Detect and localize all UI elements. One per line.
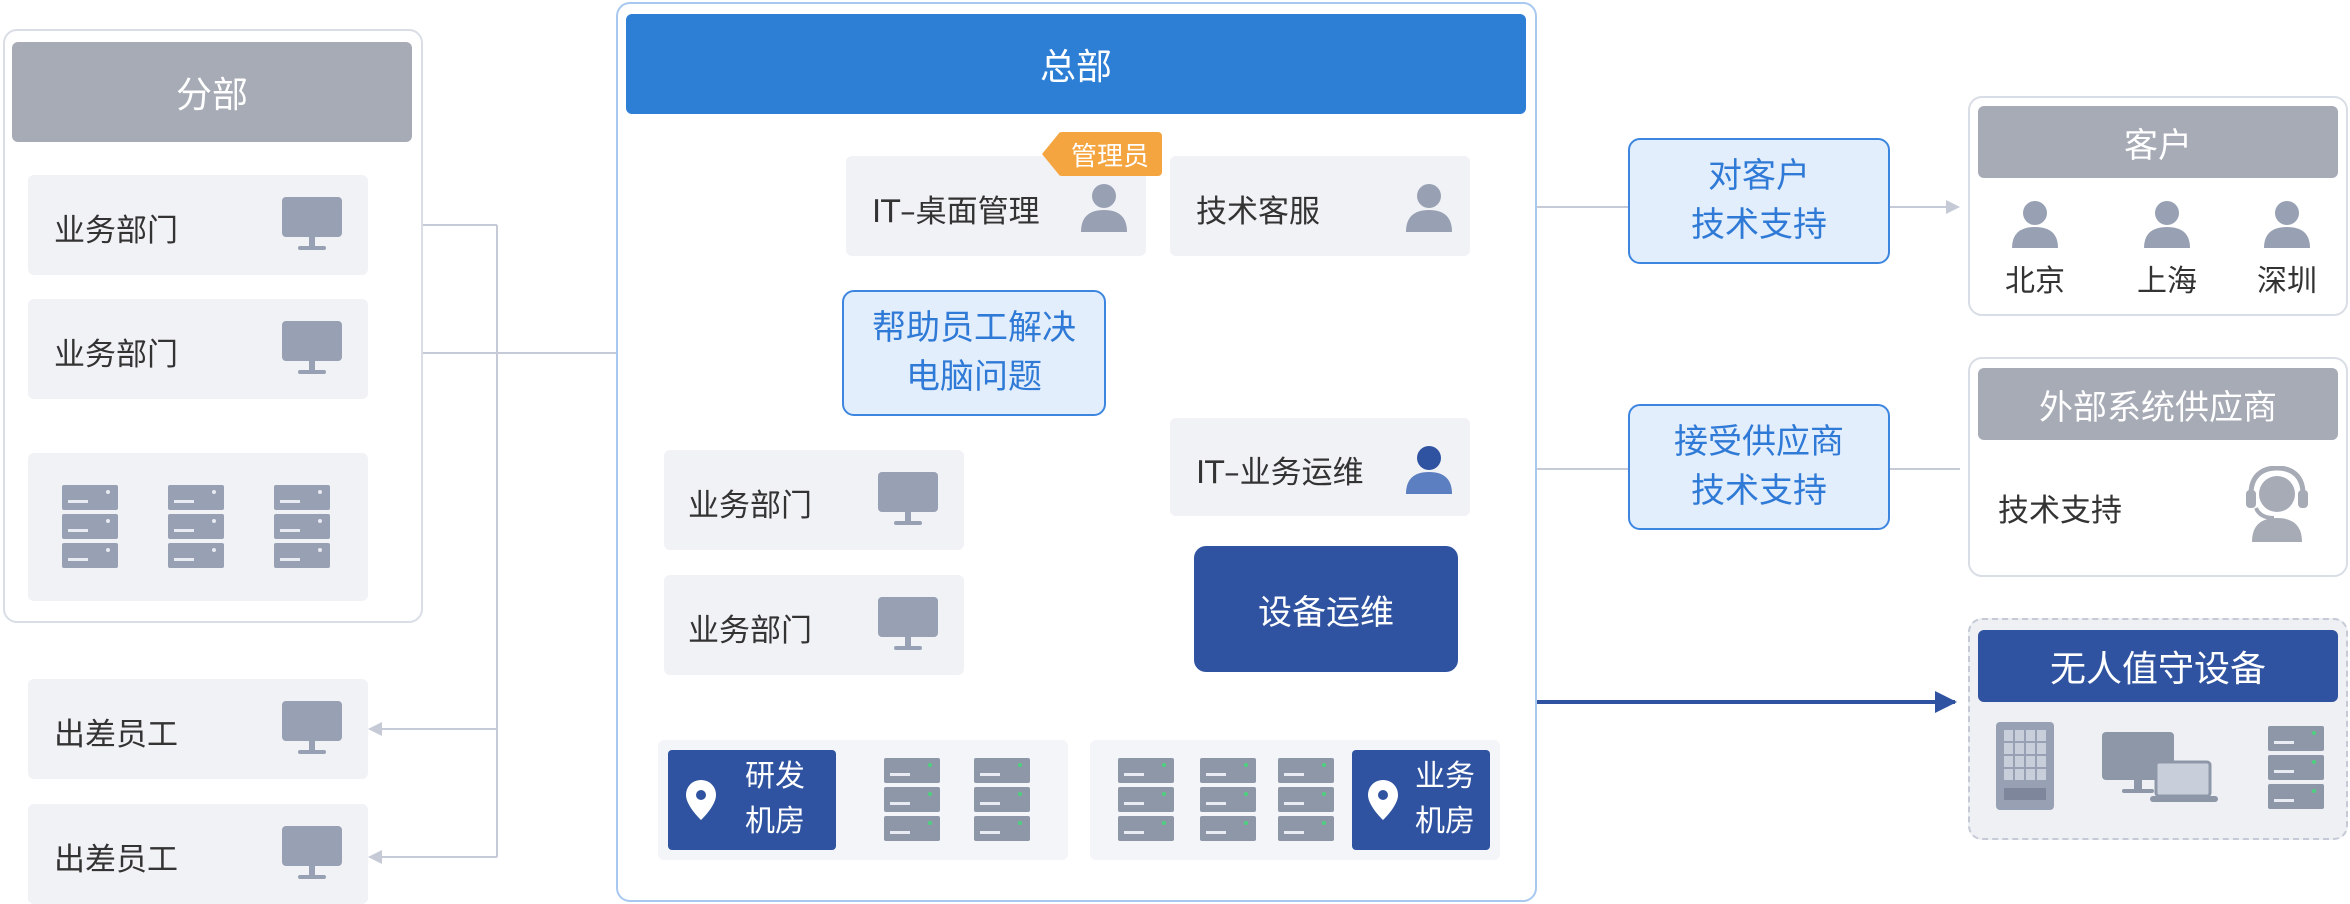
help-callout-line-1: 帮助员工解决 xyxy=(872,307,1076,348)
hq-dept-card-1[interactable]: 业务部门 xyxy=(664,450,964,550)
vendor-support-callout: 接受供应商 技术支持 xyxy=(1628,404,1890,530)
branch-server-card xyxy=(28,453,368,601)
it-desktop-label: IT–桌面管理 xyxy=(872,194,1040,230)
rd-room-label: 研发 机房 xyxy=(668,750,836,850)
admin-tag: 管理员 xyxy=(1058,132,1162,176)
customer-support-callout: 对客户 技术支持 xyxy=(1628,138,1890,264)
server-rack-icon xyxy=(62,485,118,568)
person-icon xyxy=(1406,184,1452,232)
biz-room-label: 业务 机房 xyxy=(1352,750,1490,850)
rd-room-text-1: 研发 xyxy=(745,759,805,794)
travel-card-2[interactable]: 出差员工 xyxy=(28,804,368,904)
rd-room-text-2: 机房 xyxy=(745,804,805,839)
branch-dept-label-1: 业务部门 xyxy=(54,213,178,249)
location-pin-icon xyxy=(686,780,716,820)
help-callout-line-2: 电脑问题 xyxy=(906,357,1042,397)
it-desktop-card[interactable]: IT–桌面管理 xyxy=(846,156,1146,256)
customer-location-3: 深圳 xyxy=(2257,264,2317,299)
monitor-icon xyxy=(282,701,342,754)
vendor-header: 外部系统供应商 xyxy=(1978,368,2338,440)
travel-label-1: 出差员工 xyxy=(54,717,178,753)
customer-callout-line-1: 对客户 xyxy=(1708,155,1810,196)
branch-dept-card-2[interactable]: 业务部门 xyxy=(28,299,368,399)
person-icon xyxy=(1406,446,1452,494)
server-rack-icon xyxy=(1200,758,1256,841)
help-employees-callout: 帮助员工解决 电脑问题 xyxy=(842,290,1106,416)
server-rack-icon xyxy=(274,485,330,568)
customer-callout-line-2: 技术支持 xyxy=(1691,205,1827,245)
person-icon xyxy=(2264,201,2310,248)
tech-service-card[interactable]: 技术客服 xyxy=(1170,156,1470,256)
monitor-icon xyxy=(878,597,938,650)
vendor-callout-line-2: 技术支持 xyxy=(1691,471,1827,511)
server-rack-icon xyxy=(974,758,1030,841)
storage-device-icon xyxy=(1996,722,2054,810)
server-rack-icon xyxy=(884,758,940,841)
hq-header: 总部 xyxy=(626,14,1526,114)
device-ops-box: 设备运维 xyxy=(1194,546,1458,672)
server-rack-icon xyxy=(168,485,224,568)
hq-dept-card-2[interactable]: 业务部门 xyxy=(664,575,964,675)
monitor-icon xyxy=(282,826,342,879)
travel-card-1[interactable]: 出差员工 xyxy=(28,679,368,779)
hq-dept-label-2: 业务部门 xyxy=(688,613,812,649)
person-icon xyxy=(2012,201,2058,248)
computer-laptop-icon xyxy=(2102,732,2218,802)
monitor-icon xyxy=(282,321,342,374)
it-ops-card[interactable]: IT–业务运维 xyxy=(1170,418,1470,516)
person-icon xyxy=(1081,184,1127,232)
monitor-icon xyxy=(878,472,938,525)
it-ops-label: IT–业务运维 xyxy=(1196,455,1364,491)
customer-header: 客户 xyxy=(1978,106,2338,178)
monitor-icon xyxy=(282,197,342,250)
branch-dept-card-1[interactable]: 业务部门 xyxy=(28,175,368,275)
biz-room-text-1: 业务 xyxy=(1415,759,1475,794)
vendor-callout-line-1: 接受供应商 xyxy=(1674,421,1844,462)
vendor-support-label: 技术支持 xyxy=(1998,493,2122,529)
branch-dept-label-2: 业务部门 xyxy=(54,337,178,373)
travel-label-2: 出差员工 xyxy=(54,842,178,878)
server-rack-icon xyxy=(1278,758,1334,841)
unattended-header: 无人值守设备 xyxy=(1978,630,2338,702)
server-rack-icon xyxy=(2268,726,2324,809)
admin-tag-point xyxy=(1042,132,1060,176)
tech-service-label: 技术客服 xyxy=(1196,194,1320,230)
location-pin-icon xyxy=(1368,780,1398,820)
server-rack-icon xyxy=(1118,758,1174,841)
customer-location-2: 上海 xyxy=(2137,264,2197,299)
hq-dept-label-1: 业务部门 xyxy=(688,488,812,524)
headset-icon xyxy=(2246,466,2308,542)
customer-location-1: 北京 xyxy=(2005,264,2065,299)
biz-room-text-2: 机房 xyxy=(1415,804,1475,839)
branch-header: 分部 xyxy=(12,42,412,142)
person-icon xyxy=(2144,201,2190,248)
